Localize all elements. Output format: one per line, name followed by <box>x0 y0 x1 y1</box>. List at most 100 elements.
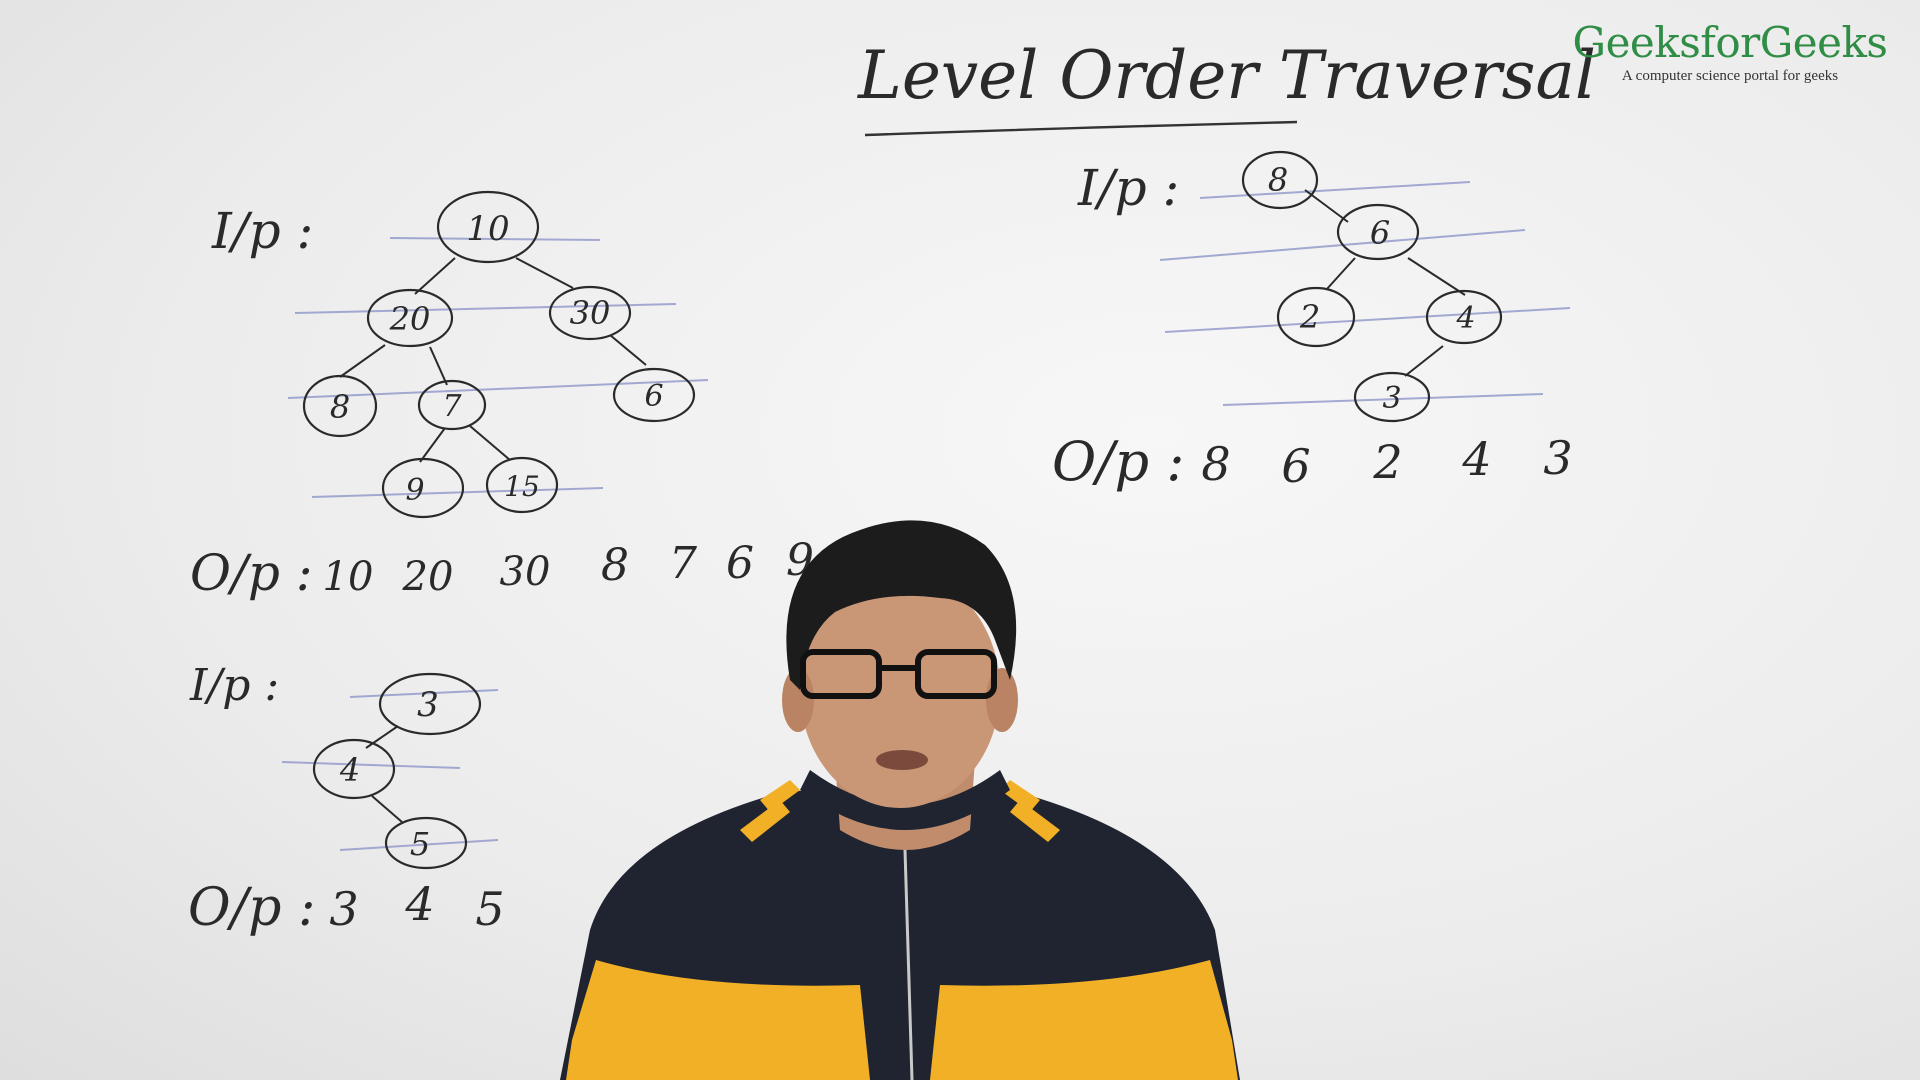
example3-level-line-4 <box>1222 393 1544 406</box>
output-value: 6 <box>726 538 754 589</box>
brand-logo: GeeksforGeeks A computer science portal … <box>1560 22 1900 85</box>
node-value: 8 <box>330 388 350 426</box>
output-value: 8 <box>1201 437 1230 491</box>
presenter-hair <box>786 520 1017 690</box>
tree-node <box>378 672 482 736</box>
example1-edge <box>469 425 511 461</box>
example1-level-line-2 <box>294 303 677 314</box>
example2-output: O/p : 3 4 5 <box>188 877 505 938</box>
tree-node <box>1336 203 1420 261</box>
tree-node <box>1425 289 1503 345</box>
node-value: 6 <box>1370 214 1390 252</box>
example2-output-label: O/p : <box>188 878 316 938</box>
output-value: 4 <box>1461 432 1491 486</box>
presenter-ear <box>986 668 1018 732</box>
presenter <box>560 520 1240 1080</box>
presenter-shoulder-stripe <box>740 800 790 842</box>
example1-tree: I/p : 10 20 30 8 7 6 9 15 <box>211 190 709 519</box>
presenter-glasses <box>800 649 997 699</box>
example1-edge <box>419 427 446 463</box>
node-value: 3 <box>417 685 439 725</box>
example3-edge <box>1325 257 1356 291</box>
board-title: Level Order Traversal <box>857 37 1596 114</box>
tree-node <box>366 288 454 348</box>
output-value: 8 <box>601 540 629 591</box>
example3-edge <box>1404 345 1444 377</box>
example1-level-line-3 <box>287 379 709 399</box>
example2-level-line-2 <box>281 761 461 769</box>
example1-edge <box>609 334 647 366</box>
node-value: 6 <box>644 379 663 414</box>
node-value: 15 <box>504 470 540 503</box>
tree-node <box>312 738 396 800</box>
example3-tree: I/p : 8 6 2 4 3 <box>1077 150 1571 423</box>
example3-edge <box>1407 257 1466 296</box>
example3-output: O/p : 8 6 2 4 3 <box>1052 430 1573 493</box>
tree-node <box>302 374 378 438</box>
output-value: 30 <box>500 549 551 595</box>
node-value: 20 <box>389 300 431 338</box>
node-value: 3 <box>1382 381 1401 416</box>
output-value: 4 <box>404 877 434 931</box>
example3-output-label: O/p : <box>1052 430 1184 493</box>
tree-node <box>1241 150 1319 210</box>
output-value: 6 <box>1281 439 1310 493</box>
tree-node <box>1353 371 1431 423</box>
example1-output-label: O/p : <box>190 544 313 602</box>
tree-node <box>612 367 696 423</box>
output-value: 3 <box>1543 431 1572 485</box>
output-value: 20 <box>402 554 454 600</box>
node-value: 30 <box>570 294 611 332</box>
example1-output: O/p : 10 20 30 8 7 6 9 <box>190 535 814 602</box>
title-underline <box>864 120 1298 137</box>
example1-edge <box>339 344 386 378</box>
presenter-sweater-stripe <box>566 960 870 1080</box>
example1-level-line-4 <box>311 487 604 498</box>
example2-edge <box>371 795 403 823</box>
output-value: 2 <box>1372 435 1402 489</box>
tree-node <box>384 816 468 870</box>
example2-level-line-1 <box>349 689 499 698</box>
output-value: 5 <box>475 882 504 936</box>
example3-level-line-3 <box>1164 307 1571 333</box>
example2-tree: I/p : 3 4 5 <box>189 660 499 870</box>
output-value: 7 <box>669 538 697 589</box>
example1-edge <box>515 257 574 289</box>
node-value: 10 <box>466 209 509 249</box>
presenter-mouth <box>876 750 928 770</box>
output-value: 3 <box>329 882 358 936</box>
example3-level-line-1 <box>1199 181 1471 199</box>
tree-node <box>417 379 487 431</box>
node-value: 4 <box>339 751 360 789</box>
example2-input-label: I/p : <box>189 660 279 711</box>
tree-node <box>436 190 540 264</box>
brand-tagline: A computer science portal for geeks <box>1621 68 1839 84</box>
tree-node <box>1276 286 1356 348</box>
example3-input-label: I/p : <box>1077 159 1179 217</box>
example2-level-line-3 <box>339 839 499 851</box>
node-value: 5 <box>410 825 430 863</box>
presenter-face <box>800 572 1000 808</box>
output-value: 10 <box>323 554 374 600</box>
brand-name: GeeksforGeeks <box>1572 18 1888 67</box>
presenter-collar <box>800 770 1010 830</box>
node-value: 2 <box>1299 298 1320 336</box>
tree-node <box>485 456 559 514</box>
example1-edge <box>414 257 456 295</box>
presenter-zipper <box>903 849 914 1080</box>
presenter-shoulder-stripe <box>1010 800 1060 842</box>
example1-level-line-1 <box>389 237 601 241</box>
example2-edge <box>365 725 399 749</box>
example1-edge <box>429 346 448 386</box>
node-value: 8 <box>1268 161 1288 199</box>
tree-node <box>381 457 465 519</box>
node-value: 9 <box>405 473 424 508</box>
example1-input-label: I/p : <box>211 202 313 260</box>
node-value: 4 <box>1455 301 1475 336</box>
presenter-shoulder-stripe <box>760 780 800 812</box>
presenter-shoulder-stripe <box>1000 780 1040 812</box>
presenter-sweater-stripe <box>930 960 1238 1080</box>
tree-node <box>548 285 632 341</box>
node-value: 7 <box>442 389 462 424</box>
